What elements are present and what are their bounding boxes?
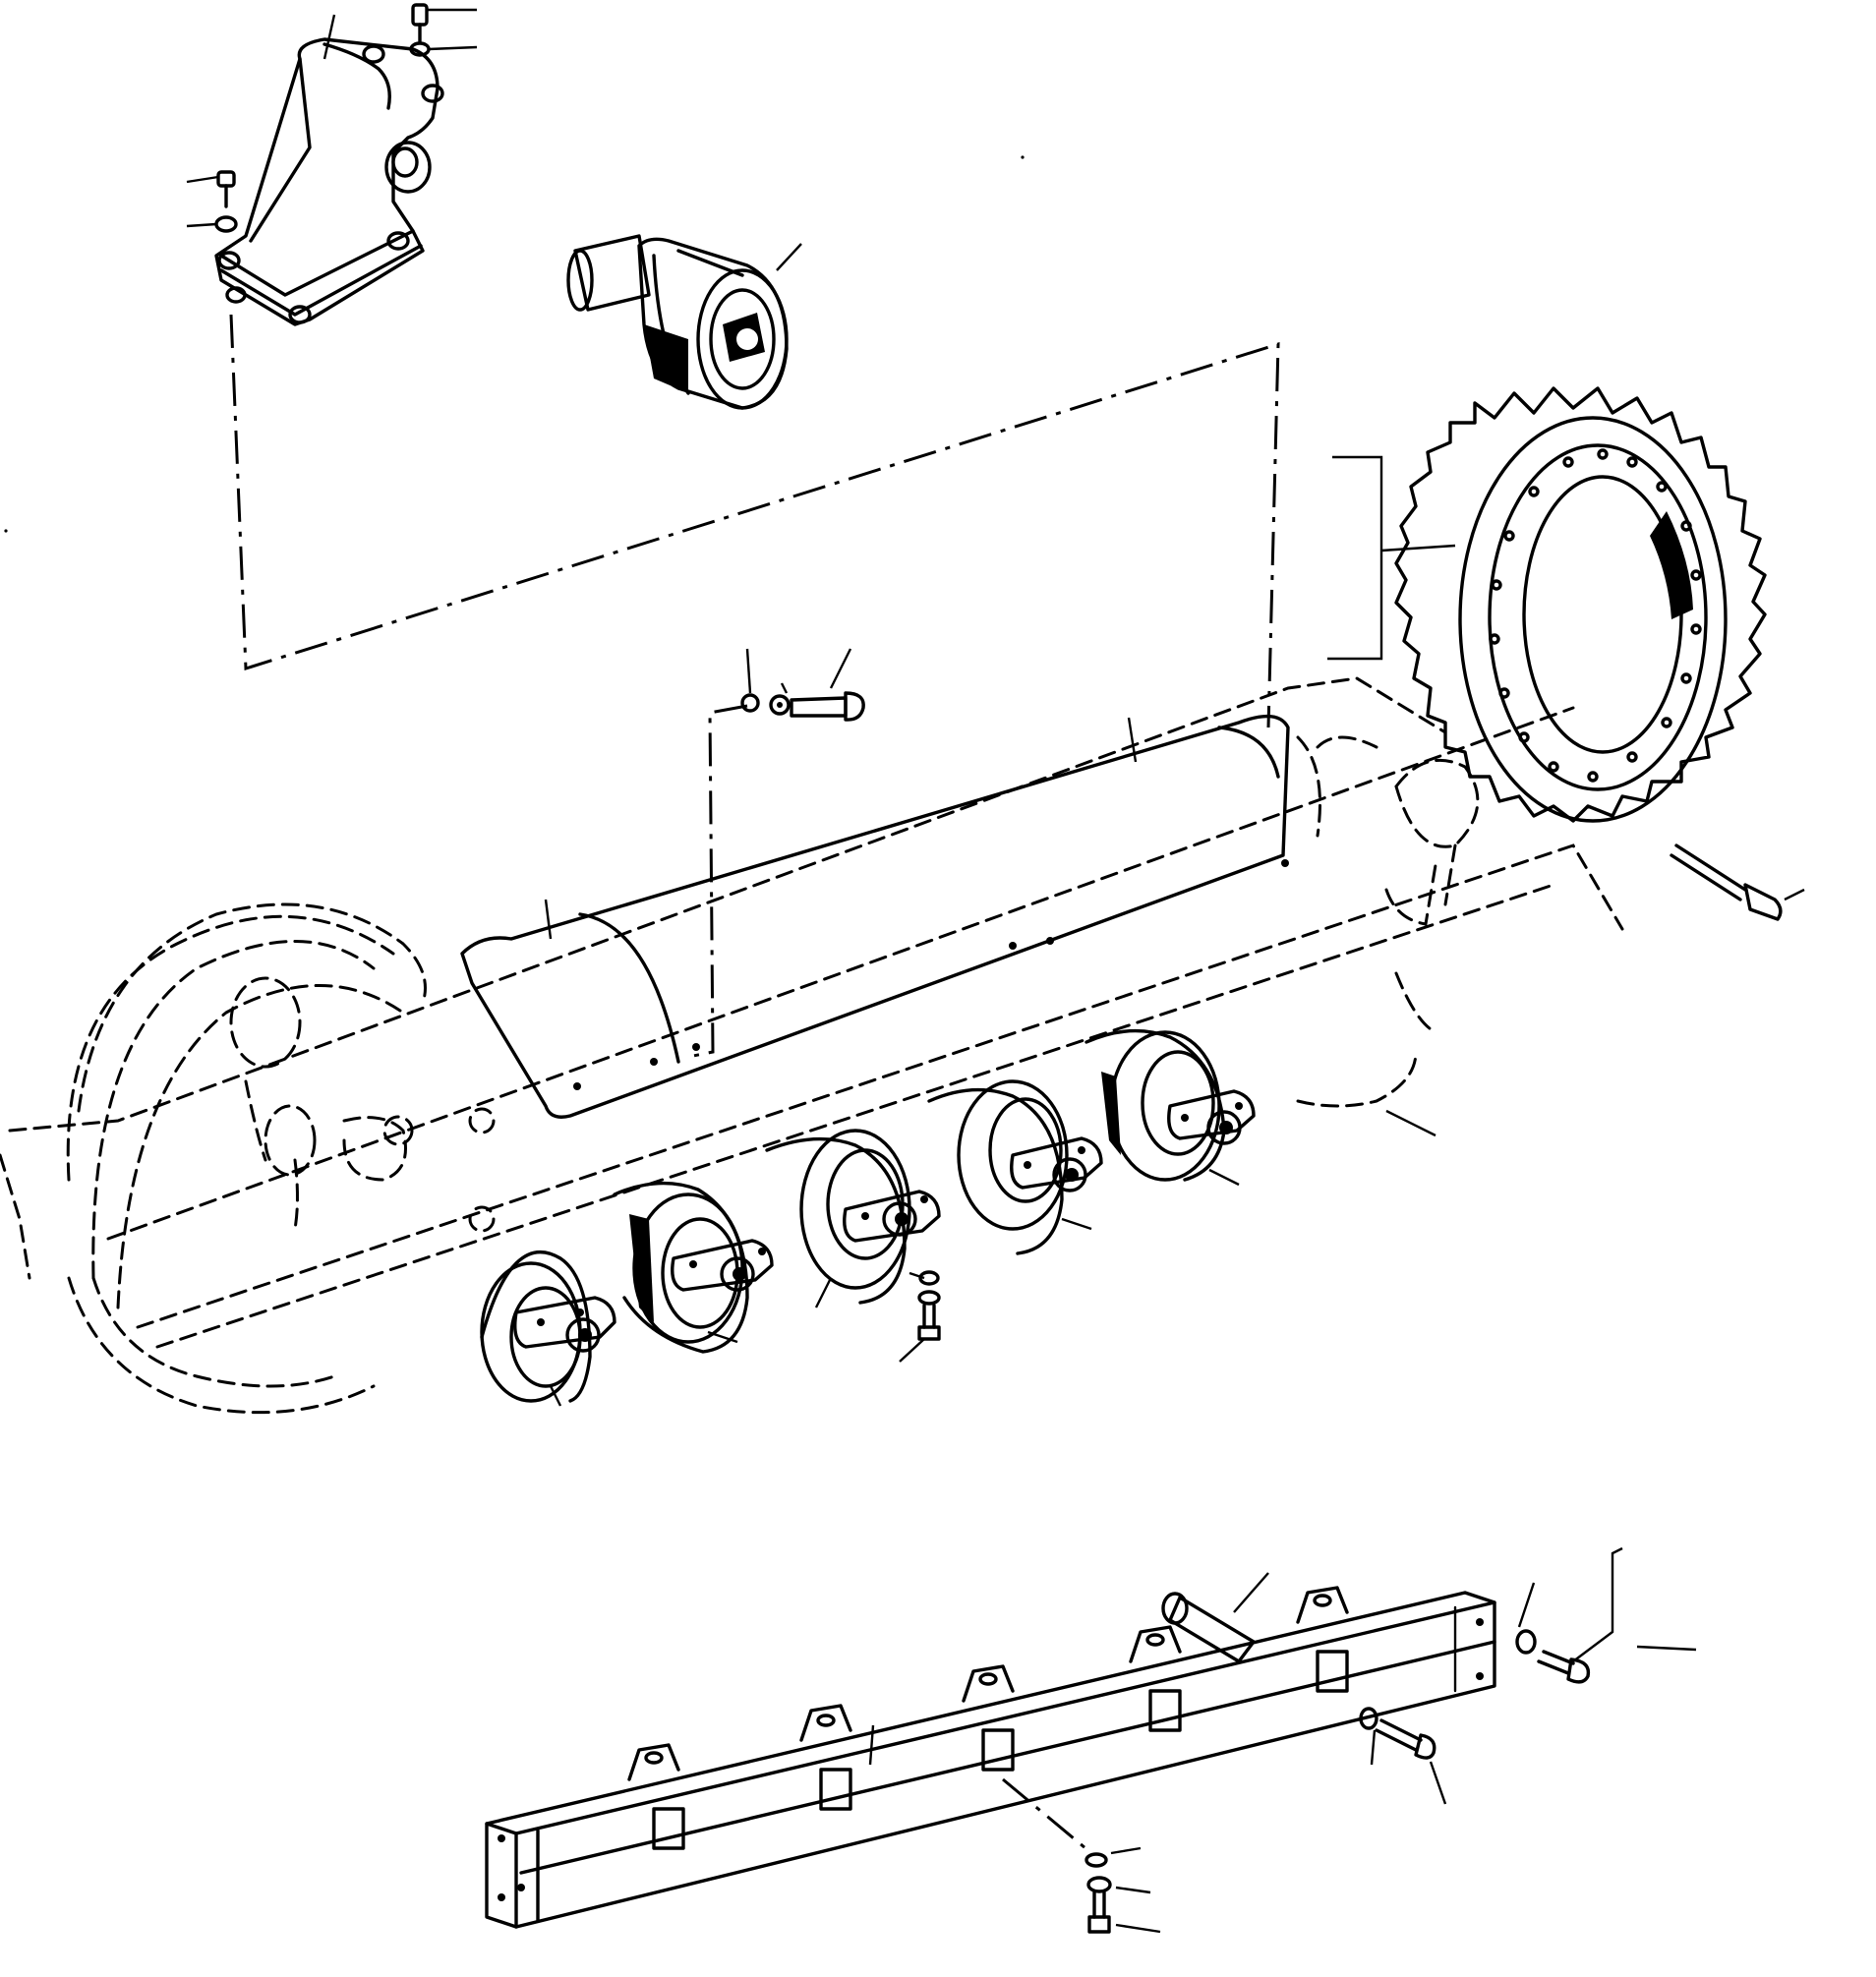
roller-bolt xyxy=(899,1270,941,1363)
track-roller-4 xyxy=(927,1079,1103,1255)
carrier-roller xyxy=(566,234,802,410)
track-roller-1 xyxy=(480,1250,616,1407)
guard-pin xyxy=(1161,1572,1269,1663)
guard-windows xyxy=(652,1650,1349,1850)
track-roller-3 xyxy=(765,1129,941,1308)
guard-fasteners xyxy=(1002,1546,1697,1934)
track-roller-5 xyxy=(1085,1028,1256,1187)
track-frame xyxy=(0,676,1624,1349)
guard-lugs xyxy=(627,1586,1349,1781)
idler xyxy=(66,902,427,1415)
track-guard xyxy=(460,714,1290,1119)
guard-bolt-set xyxy=(740,648,865,722)
track-roller-2 xyxy=(613,1181,774,1354)
stray-marks xyxy=(4,155,1025,533)
carrier-roller-bracket xyxy=(214,14,444,326)
sprocket-bolt xyxy=(1670,843,1805,921)
roller-guard-bar xyxy=(485,1586,1496,1929)
track-roller-6-hidden xyxy=(1296,1050,1436,1137)
assembly-chain-lines xyxy=(229,314,1280,1059)
track-rollers xyxy=(480,1028,1436,1407)
sprocket-bolt-holes xyxy=(1489,448,1702,783)
sprocket xyxy=(1327,386,1767,823)
bracket-bolts xyxy=(186,3,478,233)
